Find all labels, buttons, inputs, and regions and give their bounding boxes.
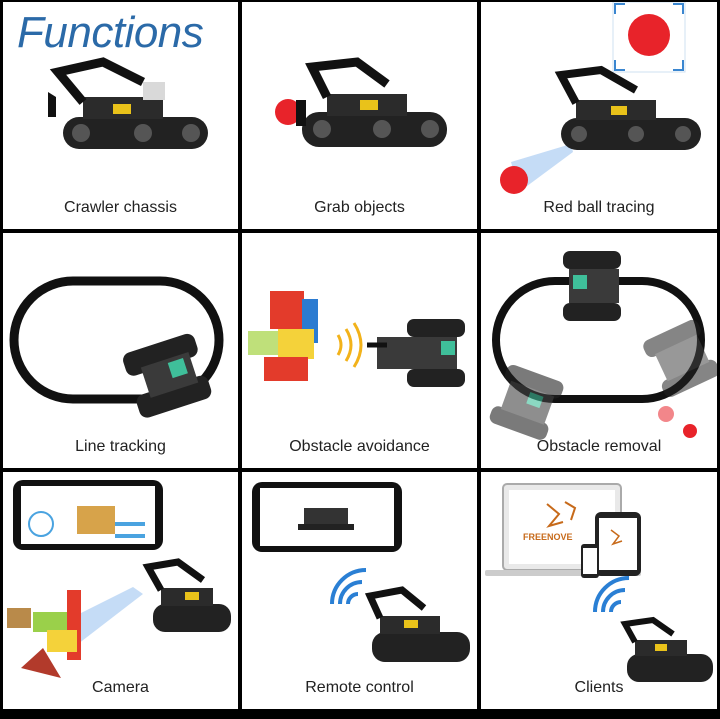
wifi-icon xyxy=(330,568,367,605)
camera-icon xyxy=(7,480,231,678)
cell-camera: Camera xyxy=(3,472,238,709)
cell-grab-objects: Grab objects xyxy=(242,2,477,229)
cell-line-tracking: Line tracking xyxy=(3,233,238,468)
cell-crawler-chassis: Functions Crawler chassis xyxy=(3,2,238,229)
wifi-icon xyxy=(593,576,630,613)
caption-remote-control: Remote control xyxy=(305,679,414,696)
brick-tower-icon xyxy=(7,590,81,678)
obstacle-avoid-icon xyxy=(248,291,465,387)
obstacle-removal-icon xyxy=(489,251,717,440)
page-title: Functions xyxy=(17,8,204,57)
smartphone-icon xyxy=(581,544,599,578)
ball-tracing-icon xyxy=(500,2,701,194)
clients-icon: FREENOVE xyxy=(485,483,713,682)
brick-stack-icon xyxy=(248,291,318,381)
robot-grab-ball-icon xyxy=(275,57,447,147)
caption-obstacle-removal: Obstacle removal xyxy=(536,438,662,455)
remote-control-icon xyxy=(252,482,470,662)
caption-crawler-chassis: Crawler chassis xyxy=(64,199,177,216)
line-track-icon xyxy=(9,276,224,418)
caption-camera: Camera xyxy=(92,679,149,696)
cell-clients: FREENOVE Clients xyxy=(481,472,717,709)
cell-remote-control: Remote control xyxy=(242,472,477,709)
ultrasonic-wave-icon xyxy=(336,322,363,368)
brand-logo: FREENOVE xyxy=(523,532,573,542)
caption-obstacle-avoidance: Obstacle avoidance xyxy=(289,438,430,455)
caption-line-tracking: Line tracking xyxy=(75,438,166,455)
caption-red-ball-tracing: Red ball tracing xyxy=(543,199,655,216)
tablet-icon xyxy=(595,512,641,576)
cell-obstacle-removal: Obstacle removal xyxy=(481,233,717,468)
cell-red-ball-tracing: Red ball tracing xyxy=(481,2,717,229)
camera-frame-icon xyxy=(612,2,686,73)
caption-clients: Clients xyxy=(574,679,624,696)
phone-icon xyxy=(13,480,163,550)
cell-obstacle-avoidance: Obstacle avoidance xyxy=(242,233,477,468)
robot-arm-tank-icon xyxy=(48,57,208,149)
caption-grab-objects: Grab objects xyxy=(314,199,405,216)
phone-icon xyxy=(252,482,402,552)
